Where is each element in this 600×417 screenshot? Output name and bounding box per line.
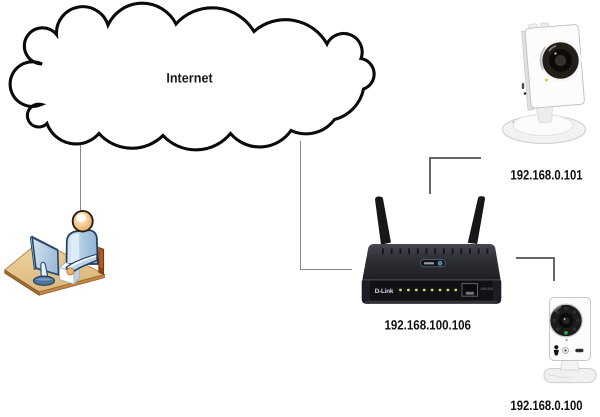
svg-text:D-Link: D-Link: [375, 288, 394, 295]
svg-text:DIR-815: DIR-815: [481, 287, 494, 291]
svg-text:Internet: Internet: [166, 71, 213, 86]
svg-text:192.168.0.100: 192.168.0.100: [510, 398, 582, 413]
svg-text:192.168.100.106: 192.168.100.106: [384, 318, 470, 333]
svg-text:192.168.0.101: 192.168.0.101: [510, 168, 583, 183]
